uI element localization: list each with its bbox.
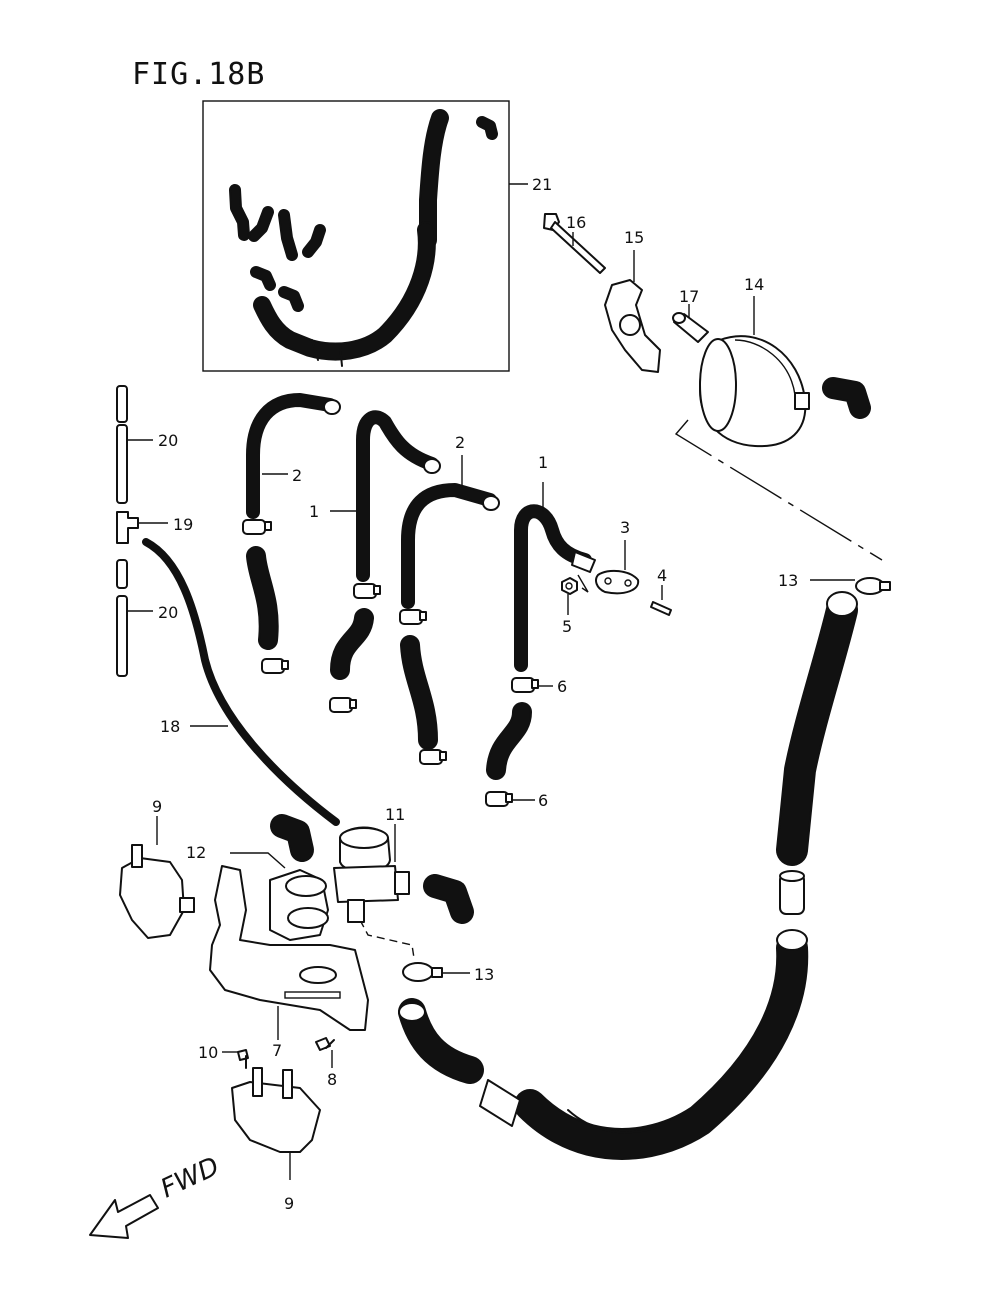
- callout-3: 3: [620, 518, 630, 537]
- air-hose-2-left: 2: [242, 393, 341, 674]
- air-hose-1-middle: 1: [309, 410, 441, 713]
- callout-4: 4: [657, 566, 667, 585]
- callout-7: 7: [272, 1041, 282, 1060]
- figure-title: FIG.18B: [132, 57, 265, 92]
- callout-12: 12: [186, 843, 206, 862]
- air-valve-11: 11: [270, 805, 474, 924]
- gasket-3: 3: [595, 518, 640, 595]
- vacuum-hose-18: 18: [142, 538, 340, 826]
- screw-10: 10: [198, 1043, 249, 1069]
- nut-5: 5: [561, 577, 578, 636]
- callout-19: 19: [173, 515, 193, 534]
- fwd-label: FWD: [156, 1152, 224, 1205]
- callout-2-right: 2: [455, 433, 465, 452]
- air-cleaner-14: 14: [674, 275, 883, 561]
- callout-9-lower: 9: [284, 1194, 294, 1213]
- forward-direction-arrow: FWD: [89, 1152, 224, 1239]
- callout-13-upper: 13: [778, 571, 798, 590]
- bolt-16: 16: [543, 213, 606, 274]
- callout-20-lower: 20: [158, 603, 178, 622]
- screw-8: 8: [315, 1037, 337, 1089]
- callout-14: 14: [744, 275, 764, 294]
- air-hose-1-right: 1 6 6: [485, 453, 596, 810]
- callout-9-upper: 9: [152, 797, 162, 816]
- hose-kit-21: 21: [202, 100, 552, 372]
- tube-20-lower: 20: [116, 559, 178, 677]
- callout-17: 17: [679, 287, 699, 306]
- callout-16: 16: [566, 213, 586, 232]
- callout-2-left: 2: [292, 466, 302, 485]
- callout-5: 5: [562, 617, 572, 636]
- lower-hose: [398, 998, 484, 1084]
- callout-8: 8: [327, 1070, 337, 1089]
- callout-18: 18: [160, 717, 180, 736]
- callout-15: 15: [624, 228, 644, 247]
- callout-21: 21: [532, 175, 552, 194]
- callout-13-lower: 13: [474, 965, 494, 984]
- pipe-17: 17: [672, 287, 709, 343]
- tee-joint-19: 19: [116, 511, 193, 544]
- clamp-13-lower: 13: [359, 919, 494, 984]
- callout-20-upper: 20: [158, 431, 178, 450]
- tube-20-upper: 20: [116, 385, 178, 504]
- main-hose: [479, 591, 858, 1160]
- callout-6-upper: 6: [557, 677, 567, 696]
- callout-1-right: 1: [538, 453, 548, 472]
- reed-valve-9-lower: 9: [231, 1067, 321, 1213]
- bracket-7: 7: [209, 865, 369, 1060]
- callout-11: 11: [385, 805, 405, 824]
- stud-4: 4: [650, 566, 672, 616]
- air-hose-2-right: 2: [399, 433, 500, 765]
- holder-12: 12: [186, 843, 329, 941]
- callout-6-lower: 6: [538, 791, 548, 810]
- bracket-15: 15: [604, 228, 661, 373]
- clamp-13-upper: 13: [778, 571, 891, 595]
- callout-1-middle: 1: [309, 502, 319, 521]
- reed-valve-9-upper: 9: [119, 797, 195, 939]
- callout-10: 10: [198, 1043, 218, 1062]
